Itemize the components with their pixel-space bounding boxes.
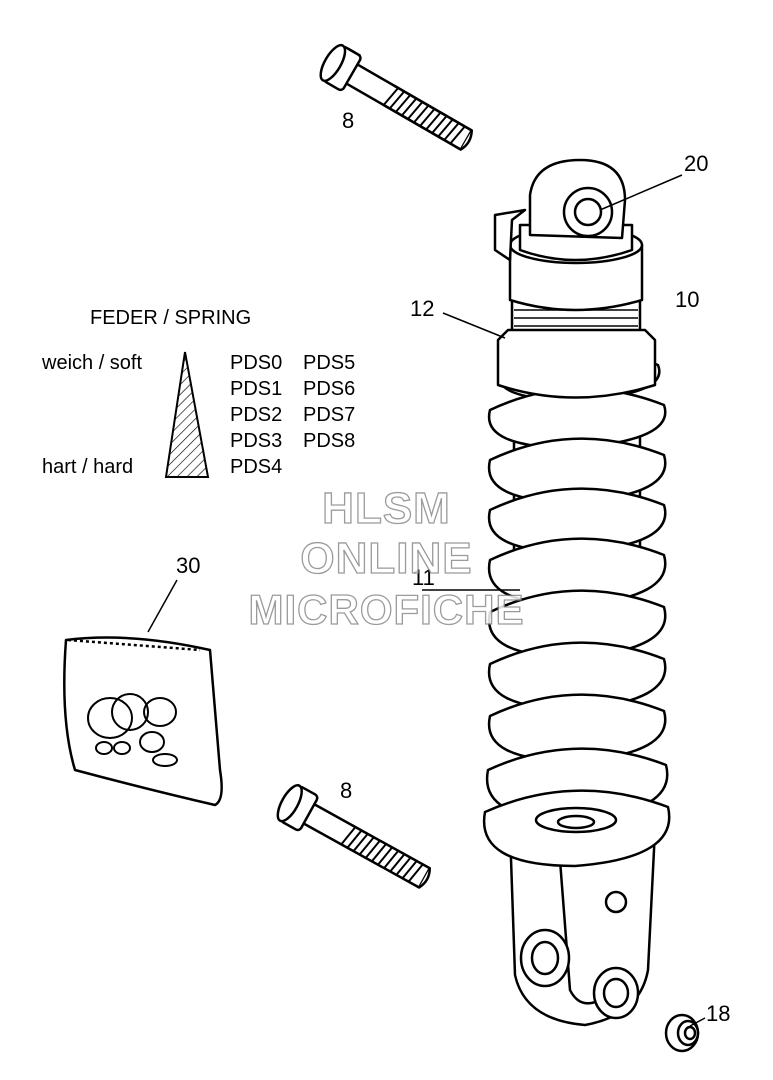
shock-absorber-icon [482, 158, 671, 1027]
leader-lines [147, 174, 706, 1027]
callout-bolt-bottom: 8 [340, 778, 353, 803]
legend-title: FEDER / SPRING [90, 307, 252, 329]
legend-code: PDS3 [230, 430, 283, 452]
watermark-line-1: HLSM [322, 483, 451, 533]
legend-hard-label: hart / hard [42, 456, 134, 478]
legend-code: PDS1 [230, 378, 283, 400]
stiffness-wedge-icon [164, 351, 210, 478]
legend-code: PDS4 [230, 456, 283, 478]
callout-shock-absorber: 10 [675, 287, 700, 312]
callout-spring-kit: 30 [176, 553, 201, 578]
callout-spring: 11 [412, 565, 435, 590]
callout-eye-bushing: 20 [684, 151, 709, 176]
legend-code: PDS0 [230, 352, 283, 374]
legend-code: PDS2 [230, 404, 283, 426]
watermark-line-3: MICROFICHE [248, 585, 525, 633]
legend-code: PDS5 [303, 352, 356, 374]
spring-kit-bag-icon [63, 636, 223, 807]
nut-icon [664, 1013, 700, 1053]
legend-code: PDS8 [303, 430, 356, 452]
callout-bolt-top: 8 [342, 108, 355, 133]
callout-spring-retainer: 12 [410, 296, 435, 321]
legend-soft-label: weich / soft [42, 352, 143, 374]
callout-nut: 18 [706, 1001, 731, 1026]
legend-code: PDS6 [303, 378, 356, 400]
bolt-icon [276, 784, 432, 889]
bolt-icon [319, 43, 473, 151]
watermark-line-2: ONLINE [300, 533, 473, 583]
legend-code: PDS7 [303, 404, 356, 426]
